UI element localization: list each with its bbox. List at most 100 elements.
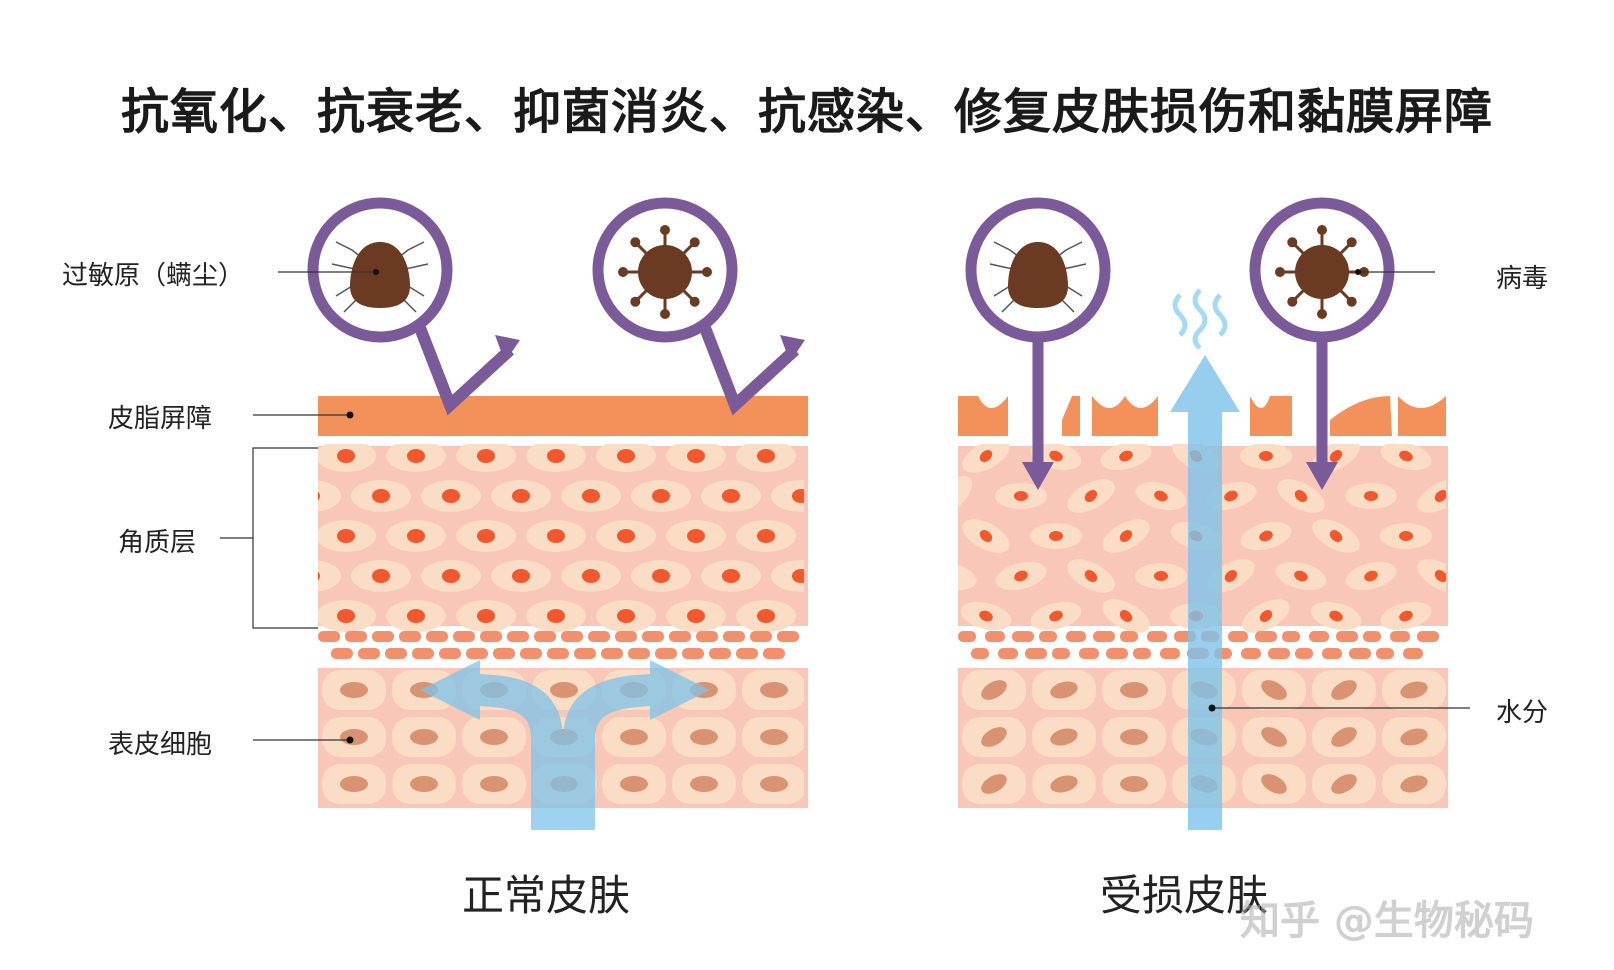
cell-nucleus: [722, 569, 740, 583]
cell-nucleus: [617, 529, 635, 543]
corneum-cell: [806, 440, 866, 472]
virus-label: 病毒: [1496, 264, 1549, 294]
epidermal-nucleus: [620, 729, 648, 745]
cell-nucleus: [1259, 451, 1273, 461]
epidermal-nucleus: [410, 776, 438, 792]
cell-nucleus: [547, 609, 565, 623]
cell-nucleus: [267, 609, 285, 623]
dash-cell: [412, 648, 434, 659]
corneum-cell: [841, 560, 901, 592]
dash-cell: [399, 631, 421, 642]
epidermal-nucleus: [1050, 681, 1078, 699]
corneum-cell: [887, 592, 945, 639]
corneum-cell: [1447, 512, 1505, 559]
cell-nucleus: [318, 491, 320, 501]
epidermal-nucleus: [1400, 681, 1428, 699]
cell-nucleus: [1049, 450, 1063, 462]
dash-cell: [561, 631, 583, 642]
cell-nucleus: [407, 449, 425, 463]
epidermal-nucleus: [340, 729, 368, 745]
dash-cell: [1349, 648, 1371, 659]
cell-nucleus: [1434, 490, 1446, 502]
cell-nucleus: [1329, 450, 1343, 462]
mite-penetration-bubble: [965, 197, 1111, 490]
dash-cell: [669, 631, 691, 642]
epidermal-nucleus: [1331, 727, 1357, 747]
cell-nucleus: [1329, 530, 1343, 542]
cell-nucleus: [827, 529, 845, 543]
epidermal-nucleus: [620, 776, 648, 792]
dash-cell: [736, 648, 758, 659]
cell-nucleus: [862, 489, 880, 503]
corneum-cell: [246, 600, 306, 632]
epidermal-nucleus: [1400, 728, 1428, 746]
virus-penetration-bubble: [1249, 197, 1395, 490]
dash-cell: [696, 631, 718, 642]
dash-cell: [426, 631, 448, 642]
epidermal-nucleus: [760, 729, 788, 745]
normal-skin-panel: [220, 197, 901, 830]
cell-nucleus: [337, 529, 355, 543]
cell-nucleus: [1399, 450, 1413, 462]
epidermal-nucleus: [690, 729, 718, 745]
corneum-cell: [1483, 477, 1540, 515]
dash-cell: [1255, 631, 1277, 642]
cell-nucleus: [1154, 571, 1168, 581]
cell-nucleus: [979, 450, 993, 462]
cell-nucleus: [792, 569, 804, 583]
dash-cell: [588, 631, 610, 642]
dash-cell: [345, 631, 367, 642]
mite-icon: [989, 241, 1087, 313]
cell-nucleus: [1399, 531, 1413, 541]
dash-cell: [453, 631, 475, 642]
dash-cell: [1376, 648, 1394, 659]
cell-nucleus: [477, 609, 495, 623]
dash-cell: [1363, 631, 1381, 642]
cell-nucleus: [547, 529, 565, 543]
mite-icon: [331, 241, 429, 313]
cell-nucleus: [687, 609, 705, 623]
damaged-skin-caption: 受损皮肤: [1100, 871, 1269, 920]
cell-nucleus: [1329, 610, 1343, 622]
cell-nucleus: [979, 610, 993, 622]
cell-nucleus: [372, 489, 390, 503]
dash-cell: [1282, 631, 1300, 642]
cell-nucleus: [407, 529, 425, 543]
dash-cell: [642, 631, 664, 642]
corneum-cell: [806, 600, 866, 632]
dash-cell: [601, 648, 623, 659]
dash-cell: [628, 648, 650, 659]
cell-nucleus: [1119, 610, 1133, 622]
dash-cell: [971, 648, 989, 659]
cell-nucleus: [442, 489, 460, 503]
dash-cell: [763, 648, 785, 659]
cell-nucleus: [337, 609, 355, 623]
epidermal-nucleus: [1400, 775, 1428, 793]
dash-cell: [520, 648, 542, 659]
corneum-cell: [246, 520, 306, 552]
corneum-cell: [246, 440, 306, 472]
dash-cell: [466, 648, 488, 659]
cell-nucleus: [757, 609, 775, 623]
dash-cell: [1012, 631, 1034, 642]
cell-nucleus: [1294, 490, 1308, 502]
cell-nucleus: [1504, 571, 1518, 581]
epidermal-nucleus: [981, 727, 1007, 747]
dash-cell: [1160, 648, 1180, 659]
epidermal-nucleus: [981, 680, 1007, 700]
dash-cell: [998, 648, 1018, 659]
epidermal-nucleus: [1120, 729, 1148, 745]
corneum-cell: [806, 520, 866, 552]
cell-nucleus: [1364, 570, 1378, 582]
cell-nucleus: [687, 529, 705, 543]
cell-nucleus: [318, 571, 320, 581]
dash-cell: [615, 631, 637, 642]
cell-nucleus: [267, 449, 285, 463]
epidermal-nucleus: [340, 776, 368, 792]
dash-cell: [750, 631, 772, 642]
epidermal-nucleus: [1261, 727, 1287, 747]
cell-nucleus: [442, 569, 460, 583]
cell-nucleus: [617, 449, 635, 463]
cell-nucleus: [1467, 608, 1484, 625]
corneum-cell: [1485, 563, 1537, 589]
